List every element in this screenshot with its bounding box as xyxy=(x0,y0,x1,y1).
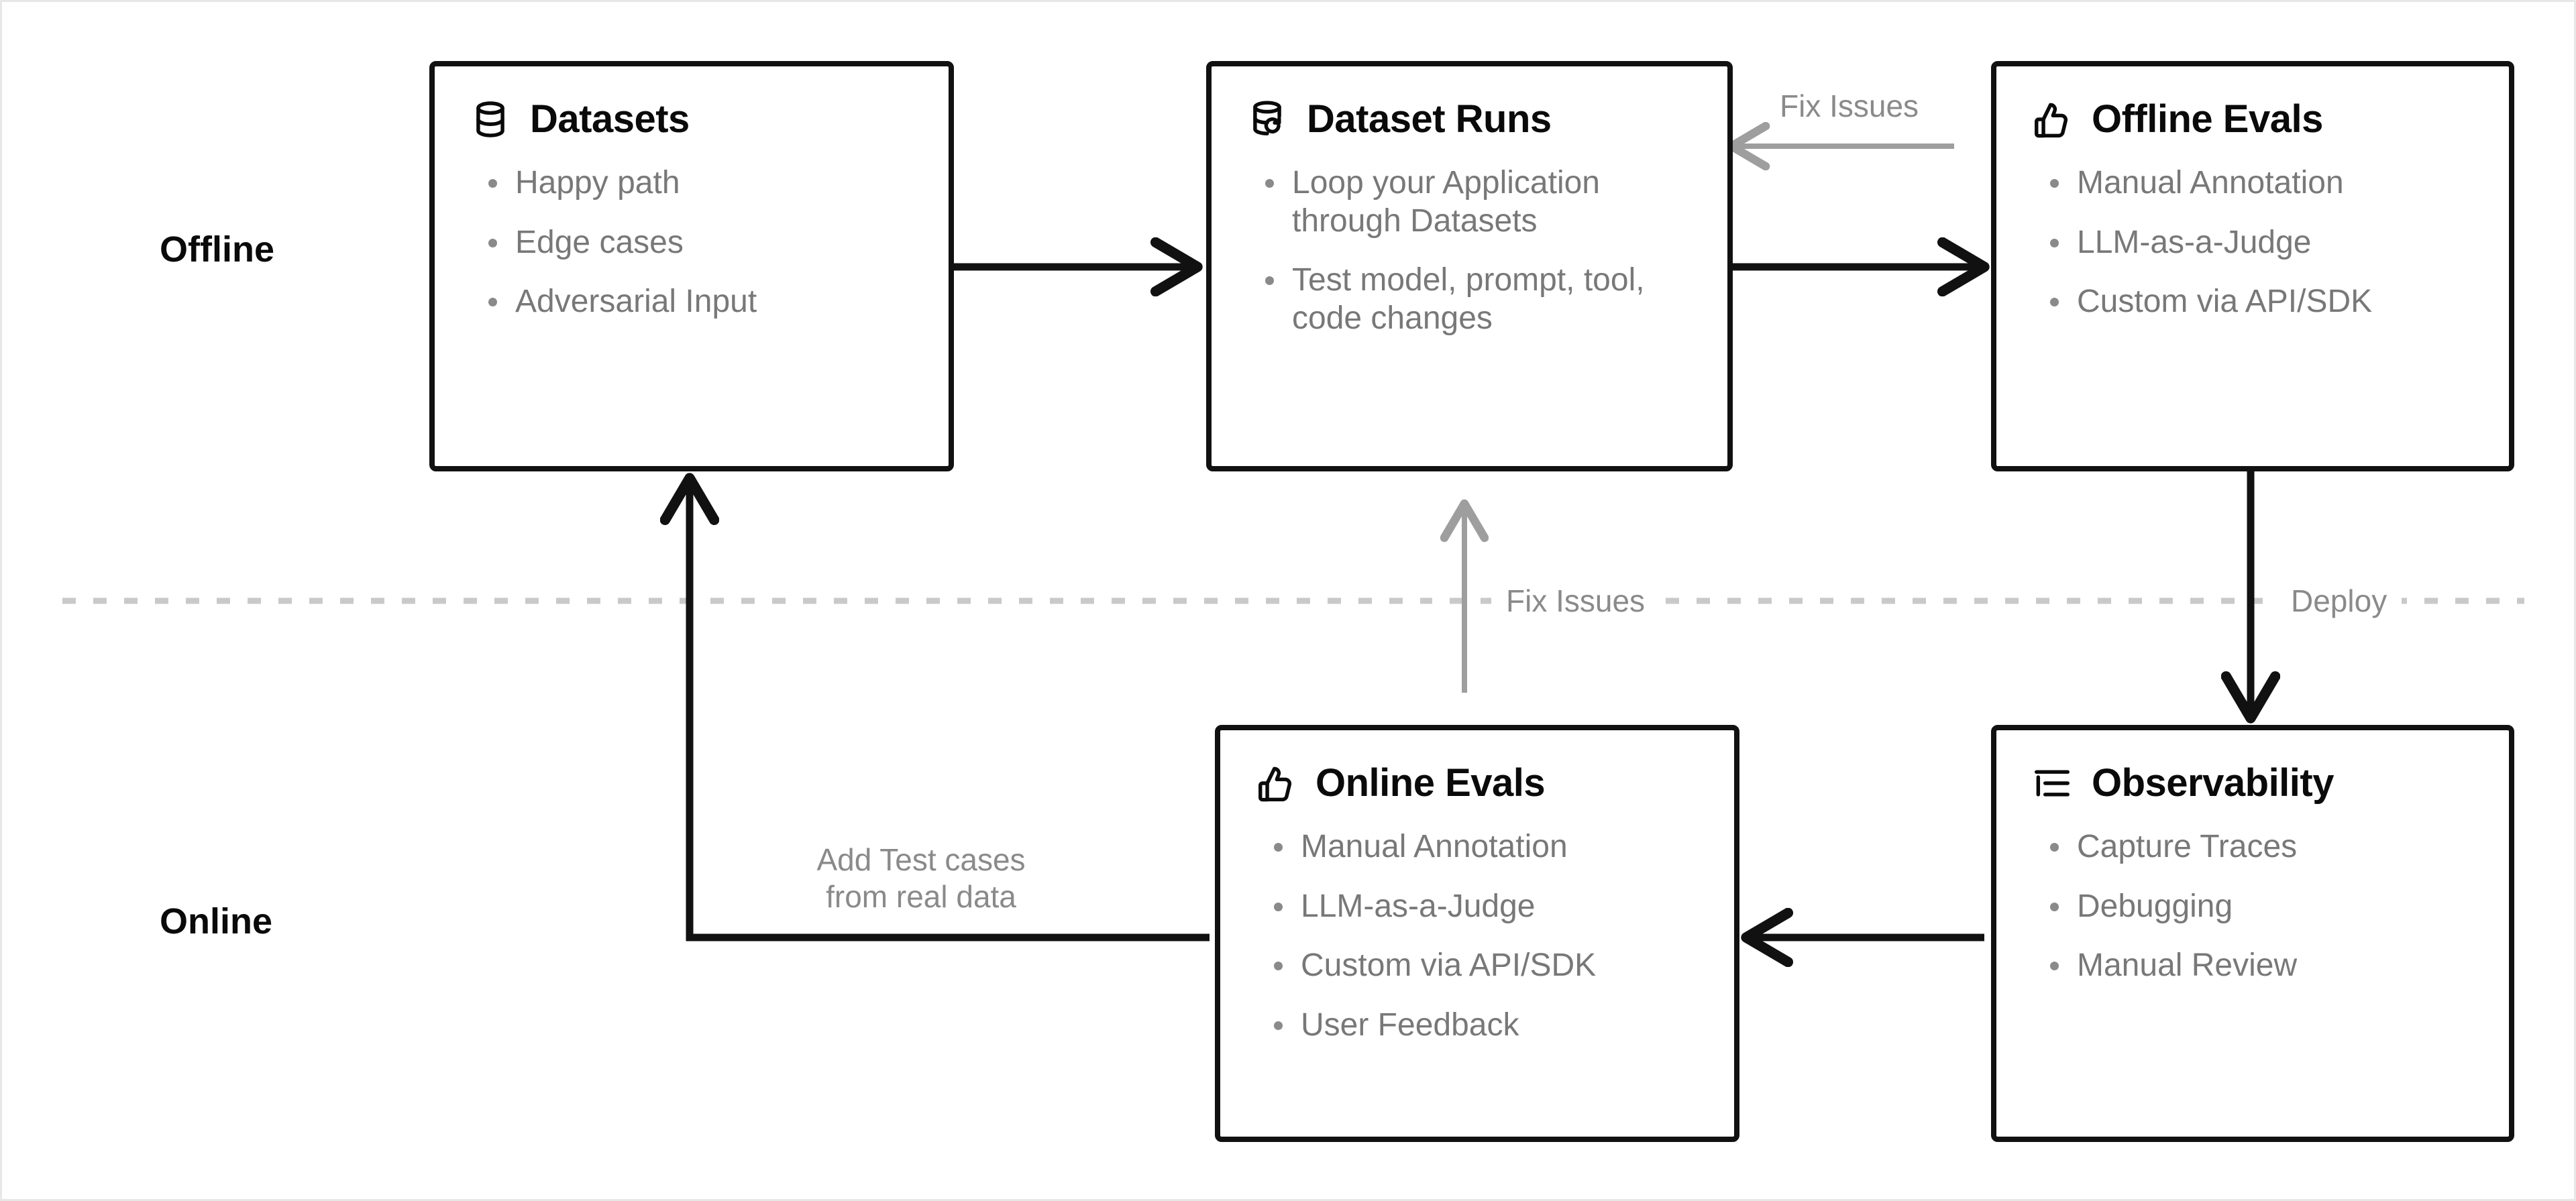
list-item: Capture Traces xyxy=(2047,828,2482,866)
list-item: Adversarial Input xyxy=(486,283,922,321)
divider-label-deploy: Deploy xyxy=(2276,583,2402,620)
list-item: Custom via API/SDK xyxy=(1271,947,1707,985)
list-item: Happy path xyxy=(486,164,922,203)
database-refresh-icon xyxy=(1253,101,1281,135)
edge-label-add-test-cases-line2: from real data xyxy=(826,879,1016,915)
node-datasets-list: Happy path Edge cases Adversarial Input xyxy=(435,140,949,321)
thumbs-up-icon xyxy=(2035,103,2068,138)
list-item: LLM-as-a-Judge xyxy=(1271,888,1707,926)
edge-label-add-test-cases: Add Test cases from real data xyxy=(800,842,1042,915)
node-datasets-header: Datasets xyxy=(435,66,949,140)
edge-label-add-test-cases-line1: Add Test cases xyxy=(816,842,1026,877)
database-icon xyxy=(476,101,504,137)
list-item: Loop your Application through Datasets xyxy=(1263,164,1701,240)
zone-label-offline: Offline xyxy=(160,229,274,270)
node-observability-list: Capture Traces Debugging Manual Review xyxy=(1996,804,2509,985)
node-dataset-runs-header: Dataset Runs xyxy=(1212,66,1727,140)
node-online-evals-list: Manual Annotation LLM-as-a-Judge Custom … xyxy=(1220,804,1734,1045)
list-item: Debugging xyxy=(2047,888,2482,926)
list-tree-icon xyxy=(2035,770,2070,797)
node-datasets[interactable]: Datasets Happy path Edge cases Adversari… xyxy=(429,61,954,471)
node-observability-header: Observability xyxy=(1996,730,2509,804)
node-offline-evals-header: Offline Evals xyxy=(1996,66,2509,140)
list-item: Manual Review xyxy=(2047,947,2482,985)
node-observability[interactable]: Observability Capture Traces Debugging M… xyxy=(1991,725,2514,1142)
node-dataset-runs[interactable]: Dataset Runs Loop your Application throu… xyxy=(1206,61,1733,471)
zone-label-online: Online xyxy=(160,901,273,941)
node-offline-evals[interactable]: Offline Evals Manual Annotation LLM-as-a… xyxy=(1991,61,2514,471)
list-item: Custom via API/SDK xyxy=(2047,283,2482,321)
node-online-evals-header: Online Evals xyxy=(1220,730,1734,804)
list-item: User Feedback xyxy=(1271,1007,1707,1045)
node-datasets-title: Datasets xyxy=(530,97,690,141)
node-dataset-runs-title: Dataset Runs xyxy=(1307,97,1552,141)
list-item: Manual Annotation xyxy=(2047,164,2482,203)
node-offline-evals-list: Manual Annotation LLM-as-a-Judge Custom … xyxy=(1996,140,2509,321)
edge-label-offline-fix-issues: Fix Issues xyxy=(1780,89,1919,123)
list-item: Edge cases xyxy=(486,224,922,262)
thumbs-up-icon xyxy=(1258,766,1292,802)
list-item: LLM-as-a-Judge xyxy=(2047,224,2482,262)
node-online-evals[interactable]: Online Evals Manual Annotation LLM-as-a-… xyxy=(1215,725,1739,1142)
node-offline-evals-title: Offline Evals xyxy=(2092,97,2323,141)
list-item: Test model, prompt, tool, code changes xyxy=(1263,262,1701,337)
node-online-evals-title: Online Evals xyxy=(1316,761,1546,805)
list-item: Manual Annotation xyxy=(1271,828,1707,866)
node-observability-title: Observability xyxy=(2092,761,2334,805)
divider-label-fix-issues: Fix Issues xyxy=(1491,583,1660,620)
node-dataset-runs-list: Loop your Application through Datasets T… xyxy=(1212,140,1727,338)
